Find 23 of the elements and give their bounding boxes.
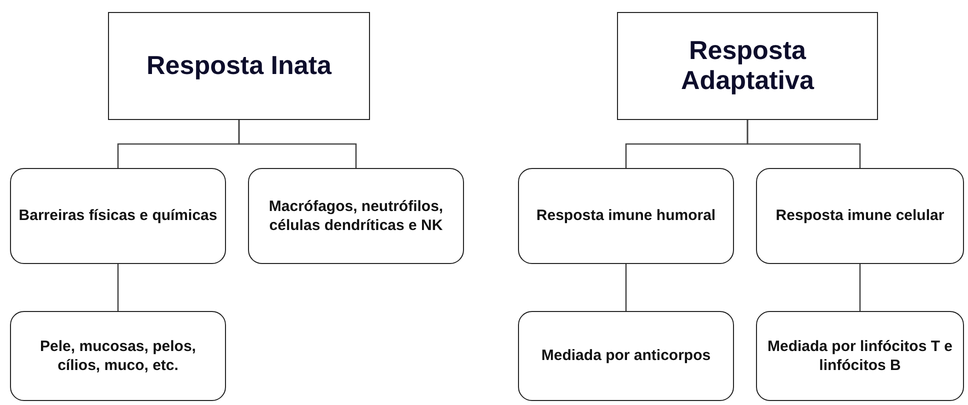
item-box xyxy=(248,168,464,264)
connector-line xyxy=(859,264,861,311)
item-box xyxy=(518,168,734,264)
item-box xyxy=(518,311,734,401)
connector-line xyxy=(117,264,119,311)
category-title: Resposta Inata xyxy=(146,51,332,81)
item-text: Macrófagos, neutrófilos, células dendríticas e NK xyxy=(268,196,444,236)
item-text: Resposta imune humoral xyxy=(536,206,716,226)
category-box xyxy=(617,12,878,120)
connector-line xyxy=(238,120,357,168)
item-text: Barreiras físicas e químicas xyxy=(18,206,218,226)
item-text: Pele, mucosas, pelos, cílios, muco, etc. xyxy=(39,336,197,376)
item-box xyxy=(10,168,226,264)
category-title: Resposta Adaptativa xyxy=(680,36,816,96)
connector-line xyxy=(746,120,861,168)
item-text: Mediada por linfócitos T e linfócitos B xyxy=(766,336,954,376)
item-box xyxy=(756,168,964,264)
item-text: Mediada por anticorpos xyxy=(541,346,711,366)
item-box xyxy=(756,311,964,401)
connector-line xyxy=(625,264,627,311)
item-text: Resposta imune celular xyxy=(776,206,944,226)
item-box xyxy=(10,311,226,401)
category-box xyxy=(108,12,370,120)
